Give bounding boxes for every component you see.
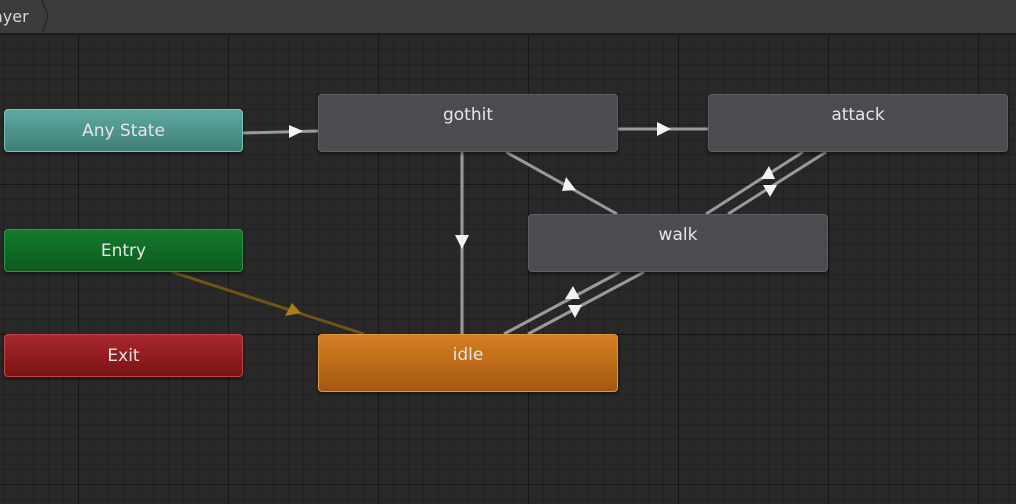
state-node-any-state[interactable]: Any State (4, 109, 243, 152)
state-label: gothit (442, 105, 494, 125)
state-node-attack[interactable]: attack (708, 94, 1008, 152)
transition-gothit-to-idle[interactable] (455, 152, 469, 334)
transition-walk-to-gothit[interactable] (505, 150, 618, 216)
state-node-exit[interactable]: Exit (4, 334, 243, 377)
breadcrumb-layer-label: ayer (0, 7, 29, 26)
transition-arrow-icon (761, 166, 775, 179)
state-label: idle (452, 345, 484, 365)
state-label: walk (658, 225, 698, 245)
state-label: Entry (100, 241, 147, 261)
state-node-gothit[interactable]: gothit (318, 94, 618, 152)
state-label: attack (831, 105, 885, 125)
transition-walk-attack-pair[interactable] (705, 150, 827, 216)
transition-anystate-to-gothit[interactable] (242, 125, 319, 138)
state-label: Exit (107, 346, 140, 366)
transition-walk-idle-pair[interactable] (503, 270, 645, 336)
transition-gothit-to-attack[interactable] (618, 122, 708, 136)
breadcrumb-separator-icon (42, 0, 48, 33)
transition-arrow-icon (568, 305, 582, 318)
state-node-idle[interactable]: idle (318, 334, 618, 392)
transition-arrow-icon (763, 185, 777, 197)
transition-arrow-icon (289, 125, 303, 138)
transition-arrow-icon (657, 122, 671, 136)
state-node-walk[interactable]: walk (528, 214, 828, 272)
transition-arrow-icon (565, 286, 580, 299)
animator-breadcrumb-bar: ayer (0, 0, 1016, 34)
state-node-entry[interactable]: Entry (4, 229, 243, 272)
transition-arrow-icon (285, 303, 301, 316)
state-label: Any State (82, 121, 165, 141)
breadcrumb-layer-item[interactable]: ayer (0, 0, 48, 33)
transition-entry-to-idle[interactable] (171, 270, 365, 336)
transition-arrow-icon (455, 235, 469, 249)
transition-arrow-icon (562, 177, 576, 191)
